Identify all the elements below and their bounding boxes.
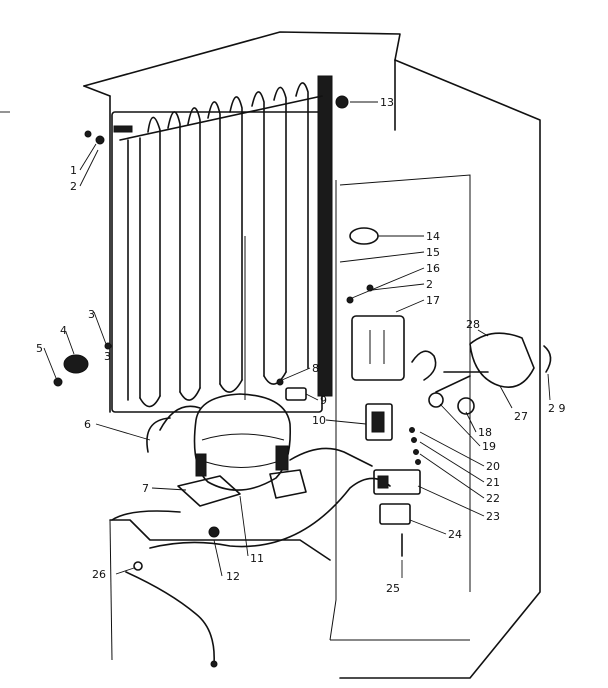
callout-26: 26 xyxy=(92,568,106,581)
small-parts xyxy=(53,95,552,571)
callout-19: 19 xyxy=(482,440,496,453)
callout-25: 25 xyxy=(386,582,400,595)
callout-labels: 1 2 3 3 4 5 6 7 8 9 10 11 12 13 14 15 16… xyxy=(36,96,566,595)
condenser-coil xyxy=(111,75,333,413)
coil-tubes xyxy=(127,82,309,408)
callout-6: 6 xyxy=(84,418,91,431)
callout-1: 1 xyxy=(70,164,77,177)
callout-2: 2 xyxy=(70,180,77,193)
callout-2-right: 2 xyxy=(426,278,433,291)
callout-15: 15 xyxy=(426,246,440,259)
cabinet-outline xyxy=(83,31,541,679)
callout-21: 21 xyxy=(486,476,500,489)
callout-22: 22 xyxy=(486,492,500,505)
callout-5: 5 xyxy=(36,342,43,355)
callout-20: 20 xyxy=(486,460,500,473)
callout-24: 24 xyxy=(448,528,462,541)
callout-16: 16 xyxy=(426,262,440,275)
callout-14: 14 xyxy=(426,230,440,243)
callout-13: 13 xyxy=(380,96,394,109)
callout-12: 12 xyxy=(226,570,240,583)
wiring xyxy=(111,447,391,668)
callout-9: 9 xyxy=(320,394,327,407)
compressor xyxy=(146,393,307,507)
callout-4: 4 xyxy=(60,324,67,337)
callout-17: 17 xyxy=(426,294,440,307)
callout-11: 11 xyxy=(250,552,264,565)
callout-7: 7 xyxy=(142,482,149,495)
callout-27: 27 xyxy=(514,410,528,423)
leader-lines xyxy=(0,101,551,578)
callout-18: 18 xyxy=(478,426,492,439)
callout-23: 23 xyxy=(486,510,500,523)
callout-29: 2 9 xyxy=(548,402,566,415)
callout-8: 8 xyxy=(312,362,319,375)
callout-3-lower: 3 xyxy=(104,350,111,363)
callout-28: 28 xyxy=(466,318,480,331)
callout-10: 10 xyxy=(312,414,326,427)
callout-3: 3 xyxy=(88,308,95,321)
